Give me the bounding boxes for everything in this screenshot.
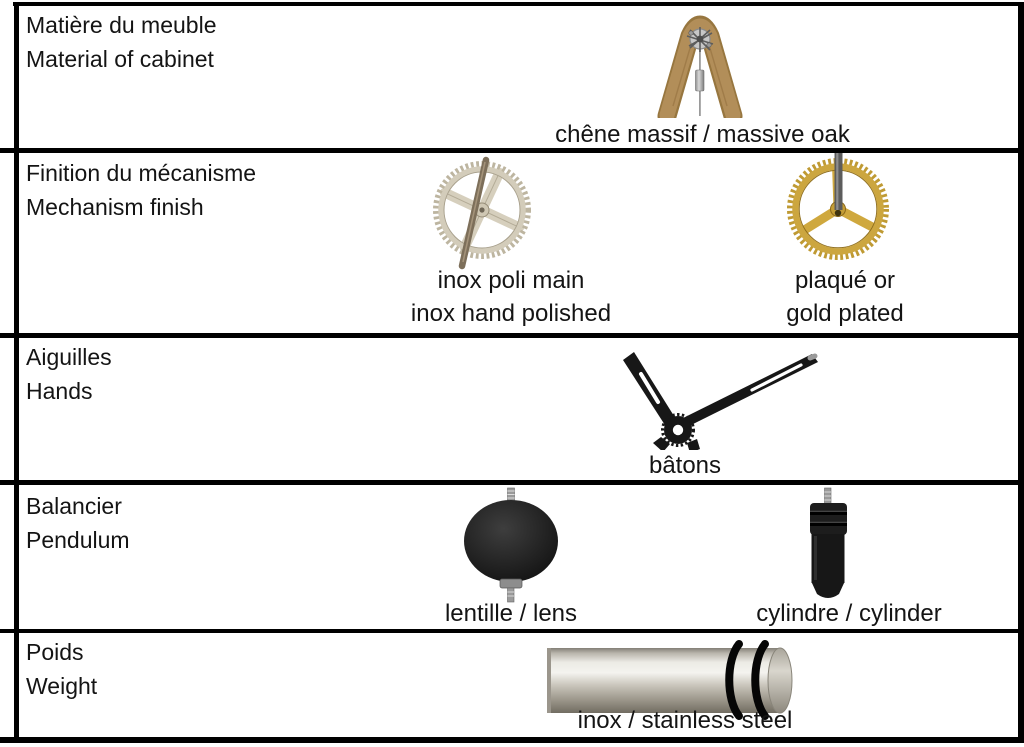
- row-separator: [0, 629, 1024, 633]
- row-separator: [0, 333, 1024, 338]
- row-label-cabinet: Matière du meuble Material of cabinet: [26, 8, 396, 76]
- option-caption-gold-gear: plaqué or gold plated: [745, 264, 945, 330]
- row-label-en: Material of cabinet: [26, 46, 214, 72]
- row-separator: [0, 480, 1024, 485]
- row-label-pendulum: Balancier Pendulum: [26, 489, 396, 557]
- caption-line-en: gold plated: [786, 300, 904, 327]
- caption-line-fr: plaqué or: [794, 267, 896, 294]
- baton-clock-hands-image: [623, 352, 818, 450]
- row-label-mechanism-finish: Finition du mécanisme Mechanism finish: [26, 156, 396, 224]
- cylinder-pendulum-bob-image: [810, 487, 847, 598]
- row-label-hands: Aiguilles Hands: [26, 340, 396, 408]
- row-label-fr: Poids: [26, 639, 84, 665]
- table-border-bottom: [0, 737, 1024, 743]
- lens-pendulum-bob-image: [464, 487, 558, 603]
- option-caption-lens: lentille / lens: [444, 600, 578, 627]
- hand-polished-steel-gear-image: [433, 156, 531, 270]
- row-label-en: Pendulum: [26, 527, 130, 553]
- table-border-top: [13, 2, 1024, 6]
- row-label-fr: Aiguilles: [26, 344, 112, 370]
- table-border-right: [1018, 2, 1024, 743]
- option-caption-cylinder: cylindre / cylinder: [756, 600, 942, 627]
- option-caption-oak: chêne massif / massive oak: [555, 121, 850, 148]
- caption-line-fr: inox poli main: [437, 267, 585, 294]
- option-caption-steel-weight: inox / stainless steel: [577, 707, 793, 734]
- row-separator: [0, 148, 1024, 153]
- row-label-fr: Finition du mécanisme: [26, 160, 257, 186]
- table-border-left: [14, 2, 19, 743]
- row-label-en: Weight: [26, 673, 98, 699]
- row-label-fr: Matière du meuble: [26, 12, 217, 38]
- row-label-weight: Poids Weight: [26, 635, 396, 703]
- option-caption-steel-gear: inox poli main inox hand polished: [391, 264, 631, 330]
- gold-plated-gear-image: [787, 153, 889, 260]
- row-label-en: Hands: [26, 378, 93, 404]
- stainless-steel-weight-image: [547, 640, 793, 720]
- row-label-fr: Balancier: [26, 493, 122, 519]
- oak-tripod-clock-image: [657, 15, 743, 118]
- option-caption-batons: bâtons: [648, 452, 722, 479]
- row-label-en: Mechanism finish: [26, 194, 204, 220]
- caption-line-en: inox hand polished: [410, 300, 612, 327]
